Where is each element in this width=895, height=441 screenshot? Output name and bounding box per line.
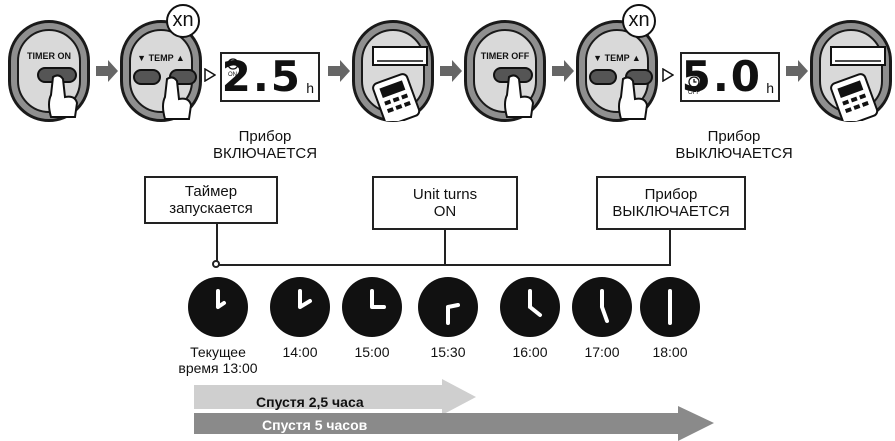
time-label: Текущее время 13:00 xyxy=(178,344,258,376)
temp-down-button[interactable] xyxy=(133,69,161,85)
timeline-line xyxy=(216,264,671,266)
timer-on-remote-step: TIMER ON xyxy=(8,20,90,122)
time-label: 17:00 xyxy=(584,344,620,360)
clock-icon xyxy=(227,58,239,70)
temp-up-icon: ▲ xyxy=(629,53,641,63)
time-label: 15:30 xyxy=(430,344,466,360)
lcd-on-tag: ON xyxy=(228,72,237,78)
connector-line xyxy=(216,224,218,264)
unit-remote-step-on xyxy=(352,20,434,122)
lcd-on-value: 2.5 xyxy=(221,52,302,101)
repeat-badge: xn xyxy=(622,4,656,38)
clock-1530-icon xyxy=(418,277,478,337)
timer-off-remote-step: TIMER OFF xyxy=(464,20,546,122)
clock-1400-icon xyxy=(270,277,330,337)
clock-1700-icon xyxy=(572,277,632,337)
arrow-right-icon xyxy=(96,60,118,82)
arrow-right-icon xyxy=(786,60,808,82)
clock-1500-icon xyxy=(342,277,402,337)
lcd-unit: h xyxy=(766,80,774,96)
lcd-display-on: ON 2.5 h xyxy=(220,52,320,102)
callout-timer-start: Таймер запускается xyxy=(144,176,278,224)
lcd-display-off: OFF 5.0 h xyxy=(680,52,780,102)
duration-short-label: Спустя 2,5 часа xyxy=(256,394,364,410)
arrow-right-icon xyxy=(440,60,462,82)
temp-up-icon: ▲ xyxy=(173,53,185,63)
temp-label: TEMP xyxy=(148,53,174,63)
temp-down-icon: ▼ xyxy=(593,53,605,63)
connector-line xyxy=(444,230,446,264)
lcd-off-tag: OFF xyxy=(688,90,700,96)
connector-line xyxy=(669,230,671,264)
finger-press-icon xyxy=(162,76,193,120)
clock-1300-icon xyxy=(188,277,248,337)
clock-1800-icon xyxy=(640,277,700,337)
status-off-text: Прибор ВЫКЛЮЧАЕТСЯ xyxy=(675,128,793,162)
finger-press-icon xyxy=(504,74,535,118)
duration-arrow-short xyxy=(194,379,476,415)
repeat-badge: xn xyxy=(166,4,200,38)
arrow-right-icon xyxy=(552,60,574,82)
air-conditioner-remote-icon xyxy=(372,46,428,121)
play-outline-icon xyxy=(662,68,674,82)
finger-press-icon xyxy=(618,76,649,120)
lcd-unit: h xyxy=(306,80,314,96)
lcd-off-value: 5.0 xyxy=(681,52,762,101)
duration-arrow-long xyxy=(194,406,714,441)
play-outline-icon xyxy=(204,68,216,82)
temp-down-icon: ▼ xyxy=(137,53,149,63)
temp-down-button[interactable] xyxy=(589,69,617,85)
arrow-right-icon xyxy=(328,60,350,82)
unit-remote-step-off xyxy=(810,20,892,122)
timer-on-label: TIMER ON xyxy=(27,51,71,61)
clock-1600-icon xyxy=(500,277,560,337)
duration-long-label: Спустя 5 часов xyxy=(262,417,368,433)
time-label: 14:00 xyxy=(282,344,318,360)
finger-press-icon xyxy=(48,74,79,118)
callout-unit-off: Прибор ВЫКЛЮЧАЕТСЯ xyxy=(596,176,746,230)
time-label: 16:00 xyxy=(512,344,548,360)
callout-unit-on: Unit turns ON xyxy=(372,176,518,230)
timeline-start-dot xyxy=(212,260,220,268)
time-label: 15:00 xyxy=(354,344,390,360)
status-on-text: Прибор ВКЛЮЧАЕТСЯ xyxy=(212,128,318,162)
clock-icon xyxy=(688,76,700,88)
timer-off-label: TIMER OFF xyxy=(480,51,530,61)
temp-label: TEMP xyxy=(604,53,630,63)
time-label: 18:00 xyxy=(652,344,688,360)
air-conditioner-remote-icon xyxy=(830,46,886,121)
